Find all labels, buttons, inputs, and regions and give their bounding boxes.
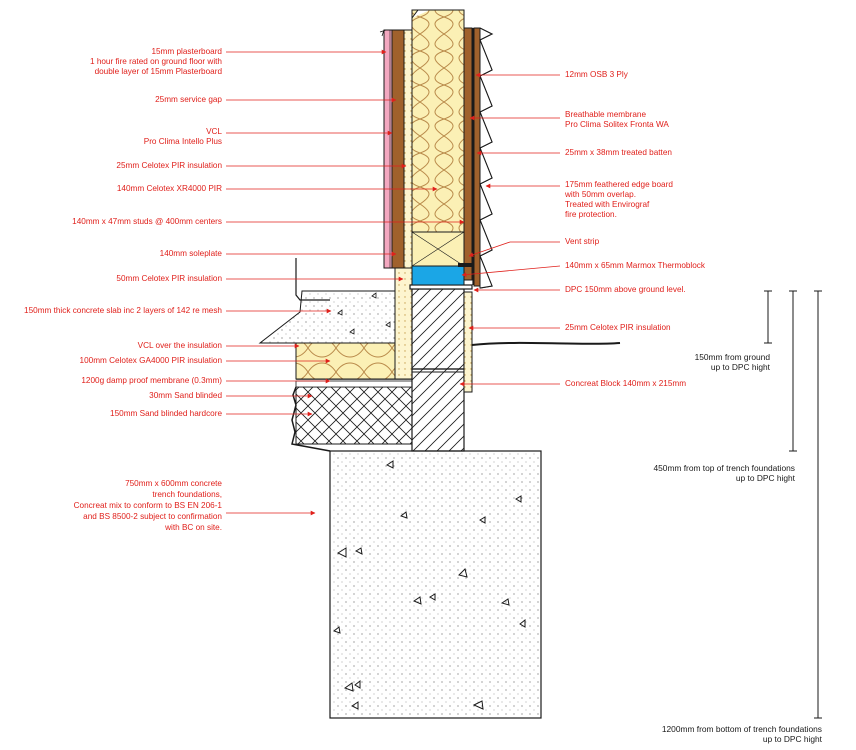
- dimension-line-text: 150mm from ground: [694, 352, 770, 362]
- label-line: with BC on site.: [165, 523, 222, 532]
- label-soleplate: 140mm soleplate: [160, 249, 222, 259]
- label-line: and BS 8500-2 subject to confirmation: [83, 512, 222, 521]
- label-osb: 12mm OSB 3 Ply: [565, 70, 628, 80]
- label-line: 25mm service gap: [155, 95, 222, 104]
- label-vcl-over: VCL over the insulation: [138, 341, 222, 351]
- label-plasterboard: 15mm plasterboard 1 hour fire rated on g…: [90, 47, 222, 77]
- concrete-block-wall: [411, 288, 465, 452]
- label-service-gap: 25mm service gap: [155, 95, 222, 105]
- ground-line: [471, 341, 621, 346]
- concrete-slab: [258, 258, 396, 344]
- label-line: 175mm feathered edge board: [565, 180, 673, 189]
- dimension-lines: [764, 290, 822, 719]
- label-line: Breathable membrane: [565, 110, 647, 119]
- dimension-line-text: up to DPC hight: [762, 734, 822, 744]
- dimension-450mm: 450mm from top of trench foundations up …: [653, 463, 795, 483]
- label-line: VCL: [206, 127, 222, 136]
- label-line: 25mm Celotex PIR insulation: [116, 161, 222, 170]
- label-line: 1 hour fire rated on ground floor with: [90, 57, 222, 66]
- dimension-1200mm: 1200mm from bottom of trench foundations…: [662, 724, 822, 744]
- label-vent-strip: Vent strip: [565, 237, 599, 247]
- label-batten: 25mm x 38mm treated batten: [565, 148, 672, 158]
- label-line: Pro Clima Solitex Fronta WA: [565, 120, 669, 129]
- label-line: Vent strip: [565, 237, 600, 246]
- label-line: Pro Clima Intello Plus: [143, 137, 222, 146]
- label-line: 140mm Celotex XR4000 PIR: [116, 184, 222, 193]
- wall-insulation: [411, 9, 465, 233]
- label-line: 12mm OSB 3 Ply: [565, 70, 628, 79]
- label-concrete-block: Concreat Block 140mm x 215mm: [565, 379, 686, 389]
- internal-lining: [379, 29, 413, 269]
- label-line: VCL over the insulation: [137, 341, 222, 350]
- label-line: trench foundations,: [152, 490, 222, 499]
- label-line: 25mm x 38mm treated batten: [565, 148, 672, 157]
- hardcore-layer: [291, 378, 413, 452]
- label-breathable-membrane: Breathable membrane Pro Clima Solitex Fr…: [565, 110, 669, 130]
- label-studs: 140mm x 47mm studs @ 400mm centers: [72, 217, 222, 227]
- label-line: Concreat mix to conform to BS EN 206-1: [73, 501, 222, 510]
- marmox-thermoblock: [411, 265, 465, 286]
- dimension-line-text: 450mm from top of trench foundations: [653, 463, 795, 473]
- label-line: Treated with Envirograf: [565, 200, 650, 209]
- dimension-line-text: up to DPC hight: [710, 362, 770, 372]
- label-line: 750mm x 600mm concrete: [125, 479, 222, 488]
- leader-lines: [226, 49, 561, 516]
- external-cladding: [458, 27, 494, 289]
- soleplate: [411, 231, 465, 267]
- label-line: 150mm thick concrete slab inc 2 layers o…: [24, 306, 222, 315]
- label-concrete-slab: 150mm thick concrete slab inc 2 layers o…: [24, 306, 222, 316]
- trench-foundation: [329, 450, 542, 719]
- label-line: 140mm x 65mm Marmox Thermoblock: [565, 261, 705, 270]
- dimension-line-text: 1200mm from bottom of trench foundations: [661, 724, 822, 734]
- label-sand-blinded: 30mm Sand blinded: [149, 391, 222, 401]
- label-dpc: DPC 150mm above ground level.: [565, 285, 686, 295]
- label-celotex-xr4000: 140mm Celotex XR4000 PIR: [117, 184, 222, 194]
- label-line: 30mm Sand blinded: [149, 391, 222, 400]
- label-line: Concreat Block 140mm x 215mm: [565, 379, 687, 388]
- label-line: fire protection.: [565, 210, 617, 219]
- label-line: 1200g damp proof membrane (0.3mm): [81, 376, 222, 385]
- dimension-150mm: 150mm from ground up to DPC hight: [695, 352, 770, 372]
- label-vcl: VCL Pro Clima Intello Plus: [144, 127, 222, 147]
- dimension-line-text: up to DPC hight: [735, 473, 795, 483]
- edge-pir-insulation: [394, 266, 413, 380]
- label-dpm: 1200g damp proof membrane (0.3mm): [81, 376, 222, 386]
- label-trench-foundations: 750mm x 600mm concrete trench foundation…: [74, 478, 222, 533]
- external-pir-insulation: [463, 291, 473, 393]
- label-line: with 50mm overlap.: [565, 190, 636, 199]
- label-celotex-50: 50mm Celotex PIR insulation: [116, 274, 222, 284]
- label-marmox: 140mm x 65mm Marmox Thermoblock: [565, 261, 705, 271]
- dpc-strip: [409, 284, 473, 290]
- label-celotex-25-wall: 25mm Celotex PIR insulation: [116, 161, 222, 171]
- label-celotex-ga4000: 100mm Celotex GA4000 PIR insulation: [80, 356, 222, 366]
- label-line: 140mm soleplate: [159, 249, 222, 258]
- label-hardcore: 150mm Sand blinded hardcore: [110, 409, 222, 419]
- label-line: 100mm Celotex GA4000 PIR insulation: [79, 356, 222, 365]
- label-line: DPC 150mm above ground level.: [565, 285, 686, 294]
- label-line: double layer of 15mm Plasterboard: [94, 67, 222, 76]
- label-line: 140mm x 47mm studs @ 400mm centers: [72, 217, 222, 226]
- label-featheredge: 175mm feathered edge board with 50mm ove…: [565, 180, 673, 220]
- label-line: 15mm plasterboard: [151, 47, 222, 56]
- label-celotex-25-ext: 25mm Celotex PIR insulation: [565, 323, 671, 333]
- label-line: 25mm Celotex PIR insulation: [565, 323, 671, 332]
- label-line: 50mm Celotex PIR insulation: [116, 274, 222, 283]
- label-line: 150mm Sand blinded hardcore: [110, 409, 222, 418]
